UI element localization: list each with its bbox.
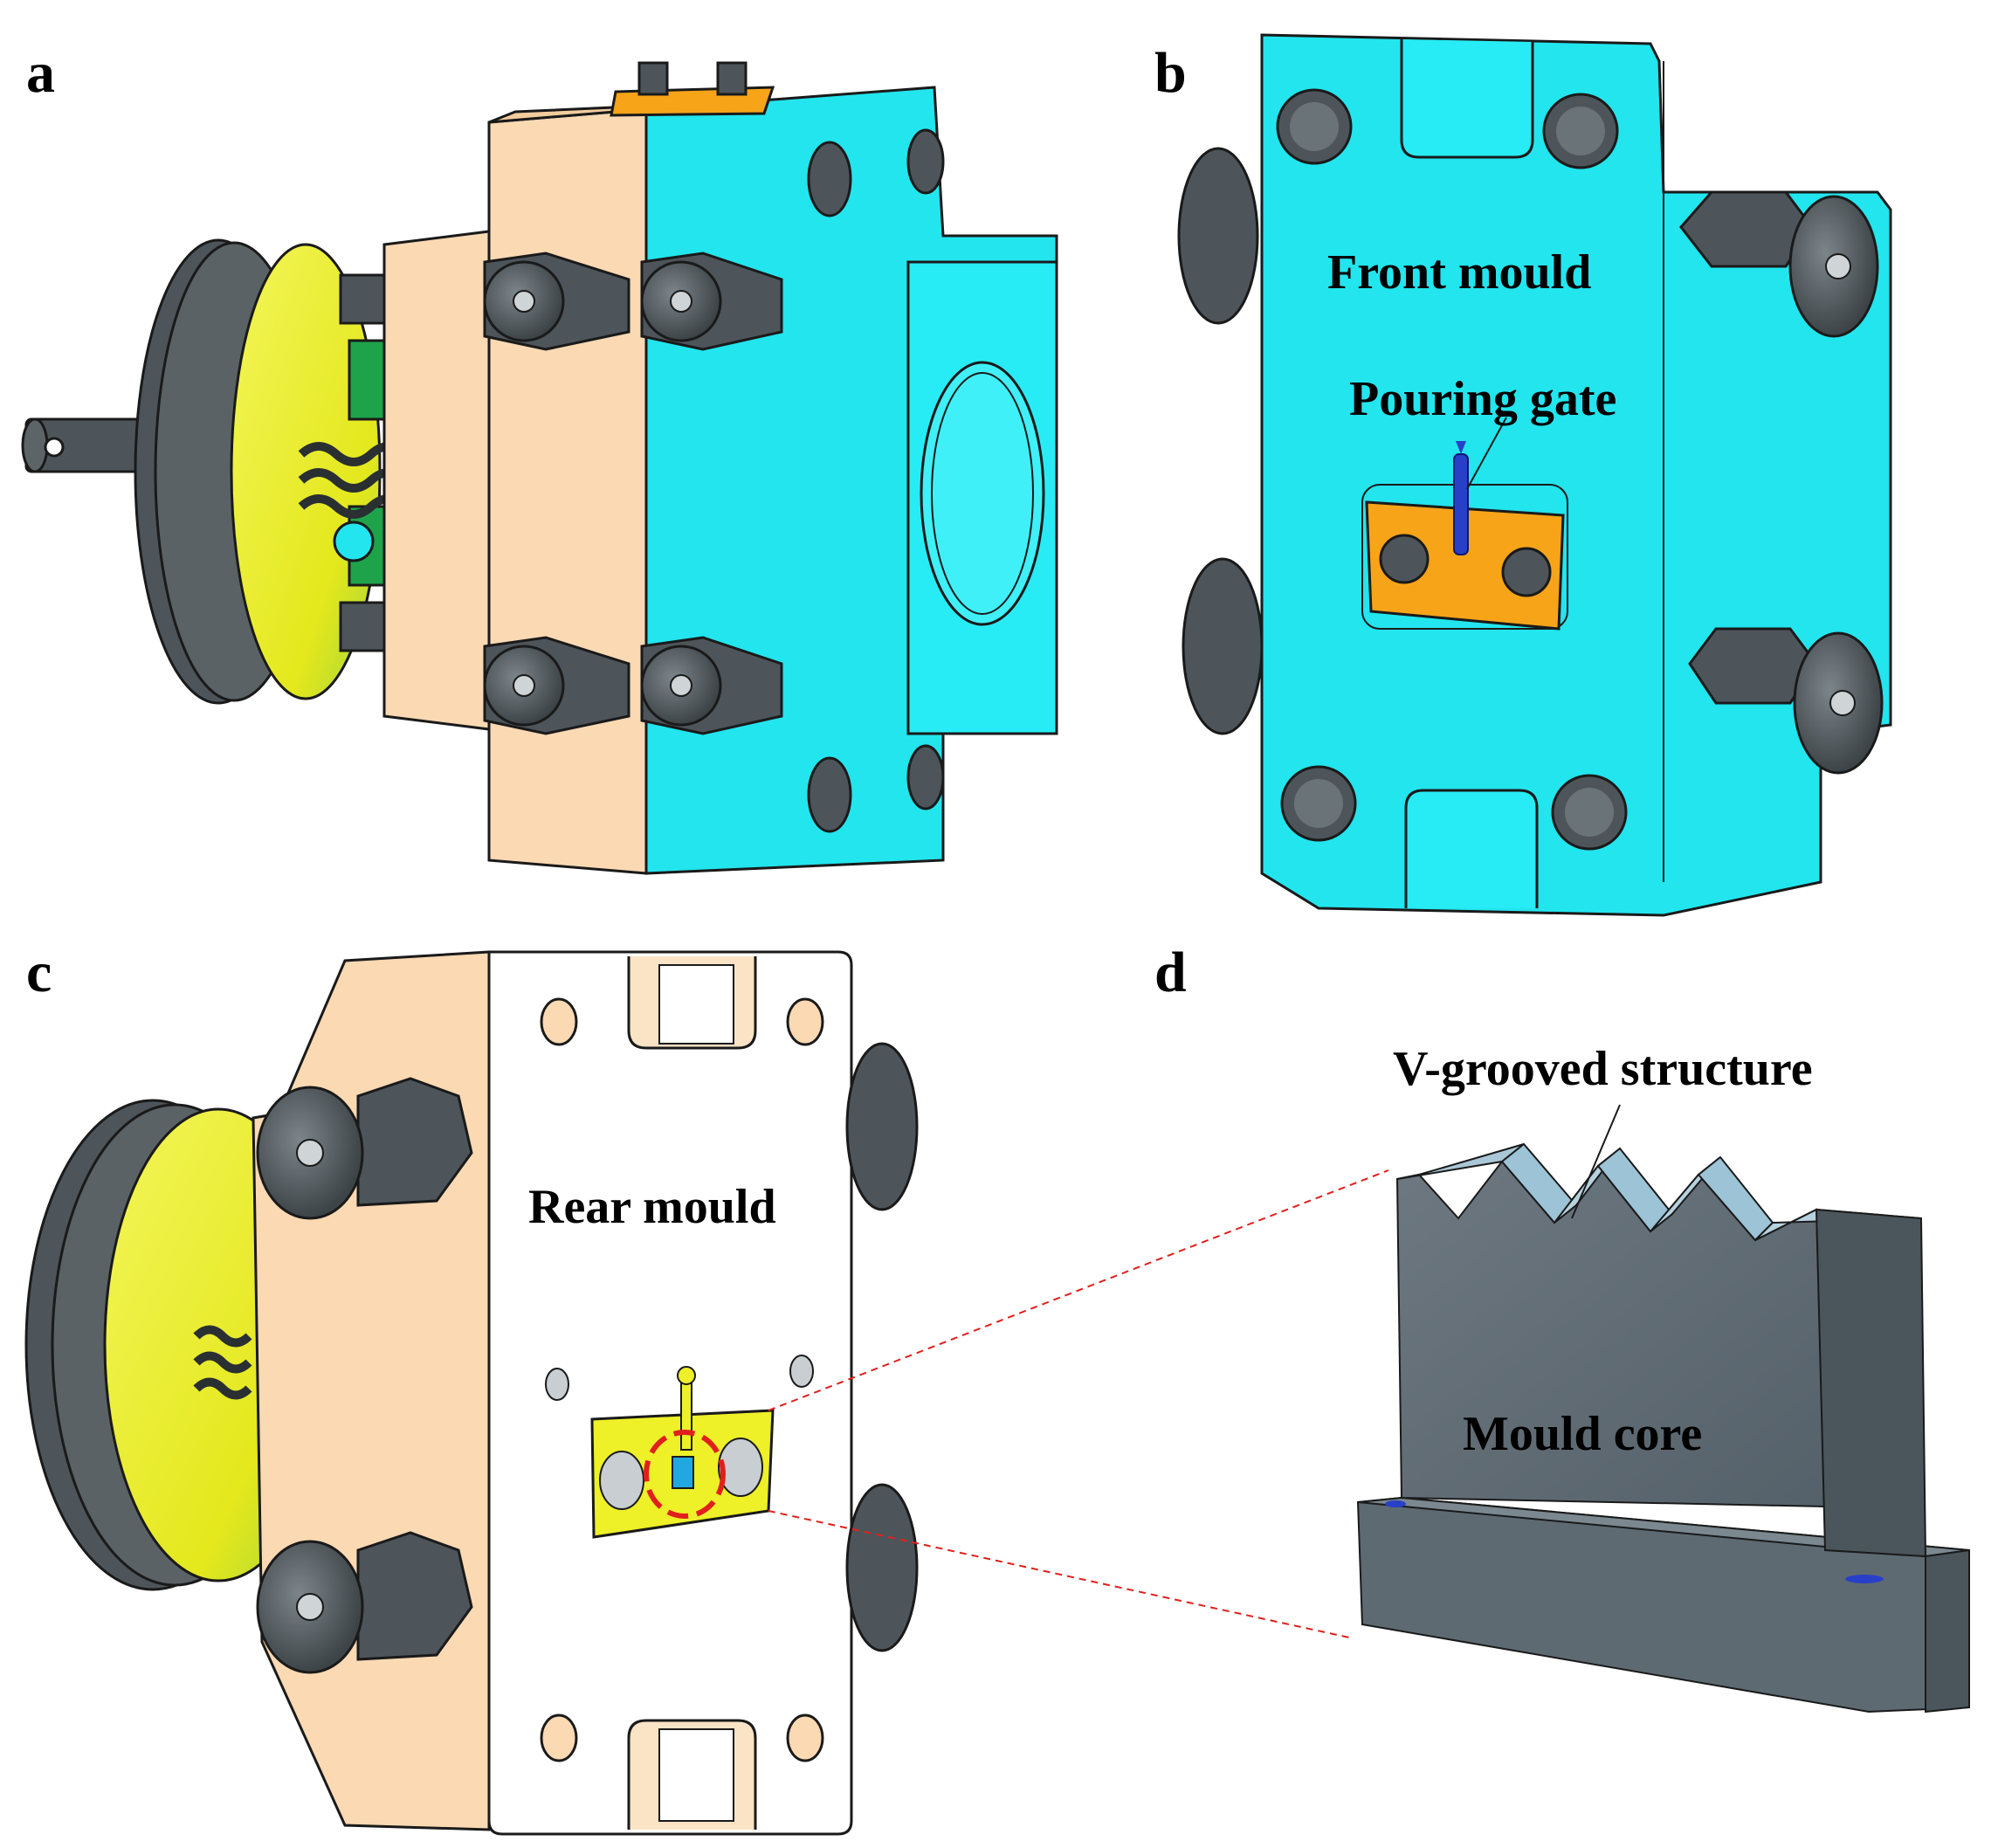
panel-letter-a: a [26, 41, 55, 105]
panel-c-rear-mould [24, 950, 1389, 1836]
hex-bolt-icon [256, 1531, 473, 1674]
pouring-gate-label: Pouring gate [1349, 372, 1616, 426]
tan-rear-plate [251, 950, 491, 1831]
bottom-slot [1404, 789, 1539, 908]
top-slot [1400, 39, 1534, 159]
pouring-gate [1453, 453, 1469, 555]
hex-bolt-icon [640, 252, 783, 351]
panel-a-assembly [21, 61, 1058, 875]
hex-bolt-icon [483, 252, 630, 351]
pouring-gate-leader [1466, 417, 1507, 490]
hex-bolt-icon [640, 636, 783, 735]
panel-d-mould-core [1356, 1104, 1970, 1714]
v-groove-leader [1571, 1104, 1621, 1219]
front-plate-bore [920, 361, 1045, 626]
white-mould-plate [487, 950, 853, 1836]
hex-bolt-icon [1679, 190, 1879, 338]
highlight-circle [644, 1430, 726, 1519]
tan-middle-plate [487, 107, 648, 875]
hex-bolt-icon [483, 636, 630, 735]
panel-letter-c: c [26, 941, 52, 1004]
corner-hole-icon [1276, 88, 1628, 851]
hex-bolt-icon [1177, 147, 1264, 735]
hex-bolt-icon [256, 1077, 473, 1220]
rear-mould-label: Rear mould [528, 1180, 776, 1234]
spring-icon [193, 1325, 252, 1400]
panel-letter-b: b [1154, 41, 1187, 105]
panel-b-front-mould [1177, 33, 1892, 917]
front-mould-label: Front mould [1327, 245, 1591, 300]
cavity-square [672, 1456, 694, 1489]
zoom-leader-top [768, 1169, 1389, 1411]
corner-hole-icon [540, 997, 824, 1762]
shaft-end [21, 417, 49, 473]
orange-insert [1365, 500, 1565, 631]
v-groove-label: V-grooved structure [1393, 1042, 1813, 1096]
hex-bolt-icon [1688, 627, 1884, 775]
mould-core-label: Mould core [1463, 1407, 1702, 1461]
tan-rear-plate [382, 230, 491, 731]
panel-letter-d: d [1154, 941, 1187, 1004]
orange-top-bar [610, 86, 775, 117]
zoom-leader-bottom [768, 1510, 1350, 1638]
